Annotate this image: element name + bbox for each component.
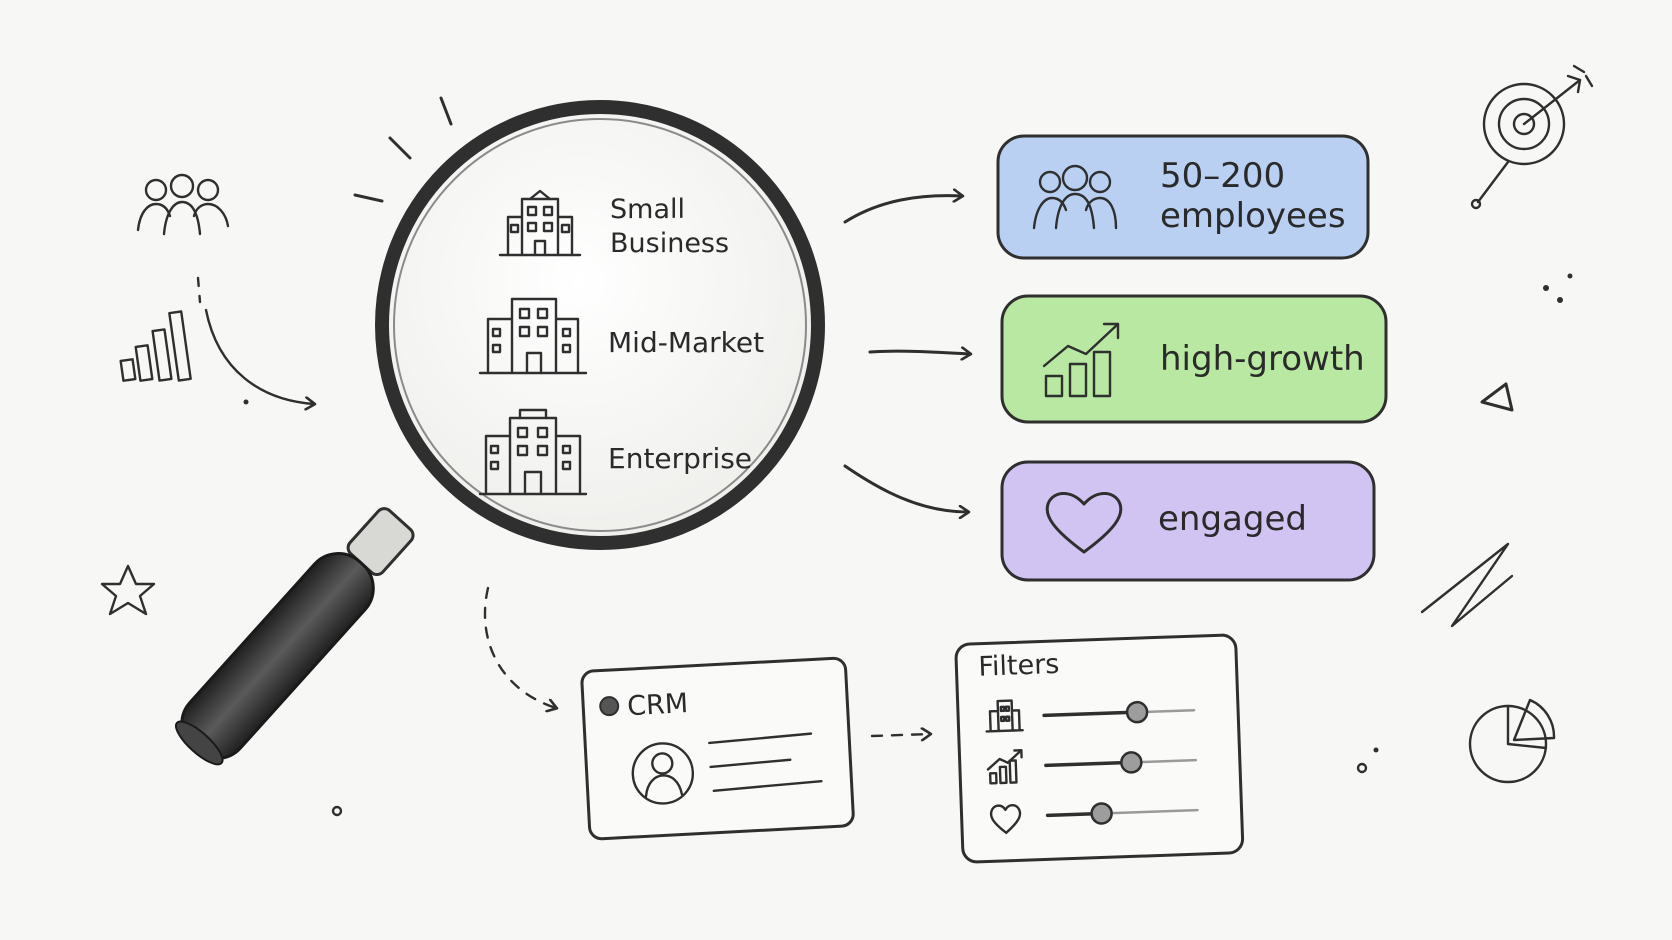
pill-background [1000, 294, 1388, 424]
segment-enterprise: Enterprise [478, 408, 752, 496]
arrow-to-engaged [843, 464, 968, 512]
filter-slider[interactable] [1042, 700, 1196, 725]
crm-card-title: CRM [626, 688, 688, 722]
criteria-label-line2: employees [1160, 196, 1346, 236]
star-icon [100, 564, 156, 616]
segment-label: Small [610, 194, 685, 225]
filters-card: Filters [954, 633, 1245, 864]
slider-knob[interactable] [1125, 700, 1149, 724]
criteria-pill-engaged: engaged [1000, 460, 1376, 582]
building-small-icon [498, 189, 582, 257]
slider-fill [1042, 710, 1139, 718]
arrow-to-growth [868, 351, 970, 354]
segment-label-line2: Business [610, 228, 729, 259]
filter-slider[interactable] [1045, 800, 1199, 825]
dot-doodle [243, 399, 249, 405]
dot-doodle [1356, 762, 1368, 774]
slider-fill [1044, 760, 1134, 768]
dot-doodle [331, 805, 343, 817]
criteria-label: 50–200 [1160, 156, 1285, 196]
target-icon [1470, 64, 1594, 210]
pill-background [996, 134, 1370, 260]
contact-detail-line [708, 732, 813, 745]
contact-detail-line [712, 779, 823, 792]
filters-card-title: Filters [978, 649, 1060, 683]
filter-building-icon [985, 699, 1024, 733]
triangle-doodle [1480, 382, 1514, 412]
criteria-label: high-growth [1160, 339, 1365, 379]
criteria-label: engaged [1158, 499, 1307, 539]
criteria-pill-employees: 50–200 employees [996, 134, 1370, 260]
crm-logo-icon [599, 696, 620, 717]
dot-doodle [1557, 297, 1563, 303]
dot-doodle [1543, 285, 1549, 291]
dashed-connector [196, 276, 202, 304]
pill-background [1000, 460, 1376, 582]
arrow-to-employees [843, 196, 962, 224]
magnifying-glass-icon [174, 96, 825, 766]
bar-chart-icon [119, 310, 192, 382]
filter-heart-icon [989, 803, 1022, 835]
building-medium-icon [478, 297, 588, 375]
lightning-scribble [1420, 542, 1514, 628]
crm-card: CRM [580, 656, 855, 841]
dashed-arrow-to-crm [483, 586, 556, 708]
filter-sliders [1042, 700, 1199, 825]
segment-small-business: Small Business [498, 189, 729, 259]
segment-label: Enterprise [608, 442, 752, 475]
filter-growth-icon [986, 749, 1023, 785]
contact-detail-line [709, 758, 792, 769]
pie-chart-icon [1468, 698, 1556, 784]
segment-label: Mid-Market [608, 326, 764, 359]
growth-chart-icon [1042, 322, 1120, 398]
flow-arrow-to-lens [204, 308, 314, 404]
segment-mid-market: Mid-Market [478, 297, 764, 375]
slider-knob[interactable] [1090, 802, 1113, 825]
dot-doodle [1567, 273, 1573, 279]
filter-slider[interactable] [1044, 750, 1198, 775]
people-icon [1032, 164, 1118, 230]
contact-avatar-icon [631, 742, 695, 805]
criteria-pill-growth: high-growth [1000, 294, 1388, 424]
dot-doodle [1373, 747, 1379, 753]
heart-icon [1045, 492, 1123, 554]
team-icon [136, 173, 230, 236]
building-large-icon [478, 408, 588, 496]
dashed-arrow-to-filters [870, 734, 930, 736]
slider-knob[interactable] [1120, 751, 1143, 774]
